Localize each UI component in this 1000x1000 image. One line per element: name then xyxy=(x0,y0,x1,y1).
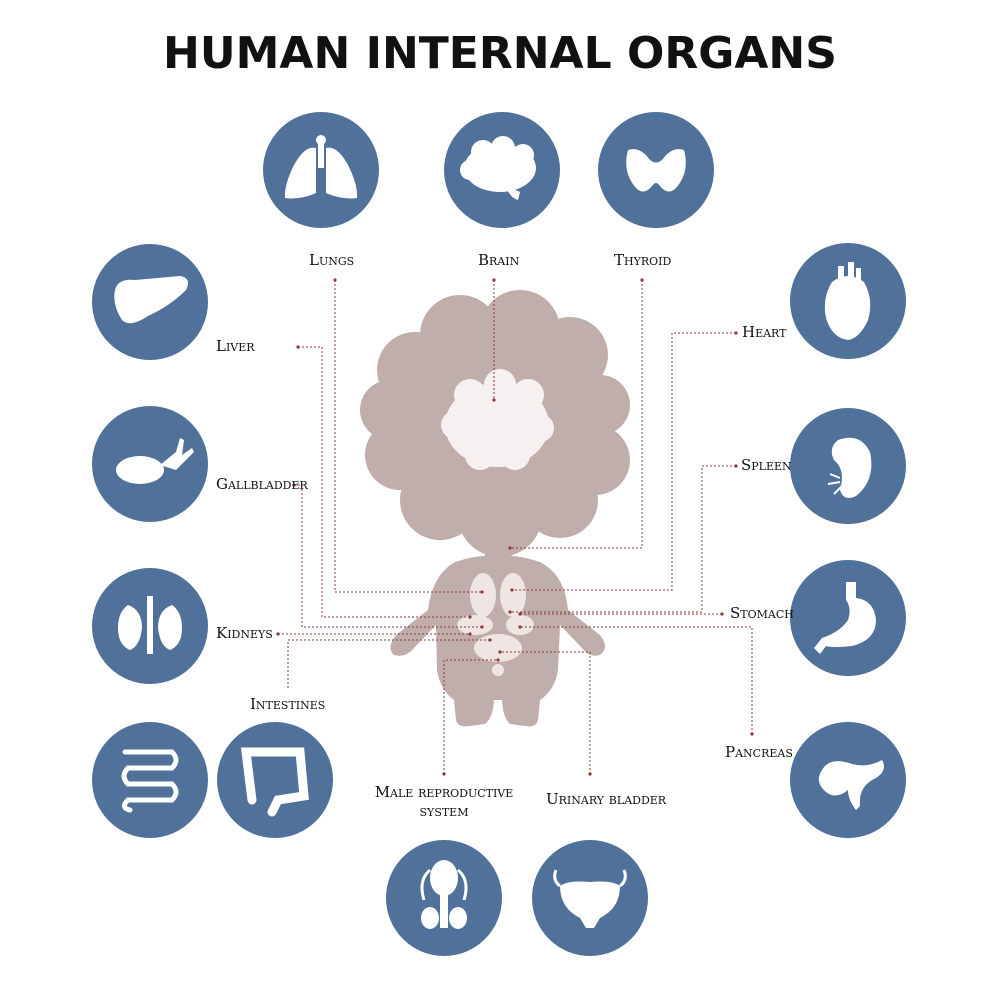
stomach-icon xyxy=(790,560,906,676)
label-brain: Brain xyxy=(478,251,520,269)
leader-gallbladder xyxy=(294,484,482,628)
heart-icon xyxy=(790,243,906,359)
gallbladder-icon xyxy=(92,406,208,522)
label-gallbladder: Gallbladder xyxy=(216,475,308,493)
leader-heart xyxy=(512,332,736,591)
label-stomach: Stomach xyxy=(730,604,794,622)
label-male-reproductive-line1: Male reproductive xyxy=(374,783,514,801)
leader-pancreas xyxy=(520,626,753,734)
leader-dots xyxy=(276,278,754,776)
leader-intestines xyxy=(287,639,490,688)
brain-icon xyxy=(444,112,560,228)
label-heart: Heart xyxy=(742,323,787,341)
lungs-icon xyxy=(263,112,379,228)
label-urinary-bladder: Urinary bladder xyxy=(546,790,667,808)
small-intestine-icon xyxy=(92,722,208,838)
leader-thyroid xyxy=(510,280,643,549)
neck xyxy=(485,540,511,560)
liver-icon xyxy=(92,244,208,360)
page-title: HUMAN INTERNAL ORGANS xyxy=(163,28,837,79)
pancreas-icon xyxy=(790,722,906,838)
urinary-bladder-icon xyxy=(532,840,648,956)
brain-in-head xyxy=(441,369,554,470)
head-hair xyxy=(360,290,630,557)
kidneys-icon xyxy=(92,568,208,684)
label-intestines: Intestines xyxy=(250,695,326,713)
label-pancreas: Pancreas xyxy=(725,743,793,761)
child-figure xyxy=(360,290,630,727)
leader-lines xyxy=(278,280,753,774)
leader-male-reproductive xyxy=(443,659,498,774)
leader-liver xyxy=(298,346,470,618)
label-male-reproductive: Male reproductive system xyxy=(372,783,516,821)
label-thyroid: Thyroid xyxy=(614,251,672,269)
large-intestine-icon xyxy=(217,722,333,838)
thyroid-icon xyxy=(598,112,714,228)
leader-urinary-bladder xyxy=(500,651,591,774)
leader-lungs xyxy=(334,280,482,593)
label-kidneys: Kidneys xyxy=(216,624,273,642)
torso-organs xyxy=(457,573,534,676)
leader-spleen xyxy=(510,465,736,613)
label-lungs: Lungs xyxy=(309,251,355,269)
label-male-reproductive-line2: system xyxy=(419,802,469,820)
male-reproductive-icon xyxy=(386,840,502,956)
label-spleen: Spleen xyxy=(741,456,792,474)
label-liver: Liver xyxy=(216,337,255,355)
spleen-icon xyxy=(790,408,906,524)
